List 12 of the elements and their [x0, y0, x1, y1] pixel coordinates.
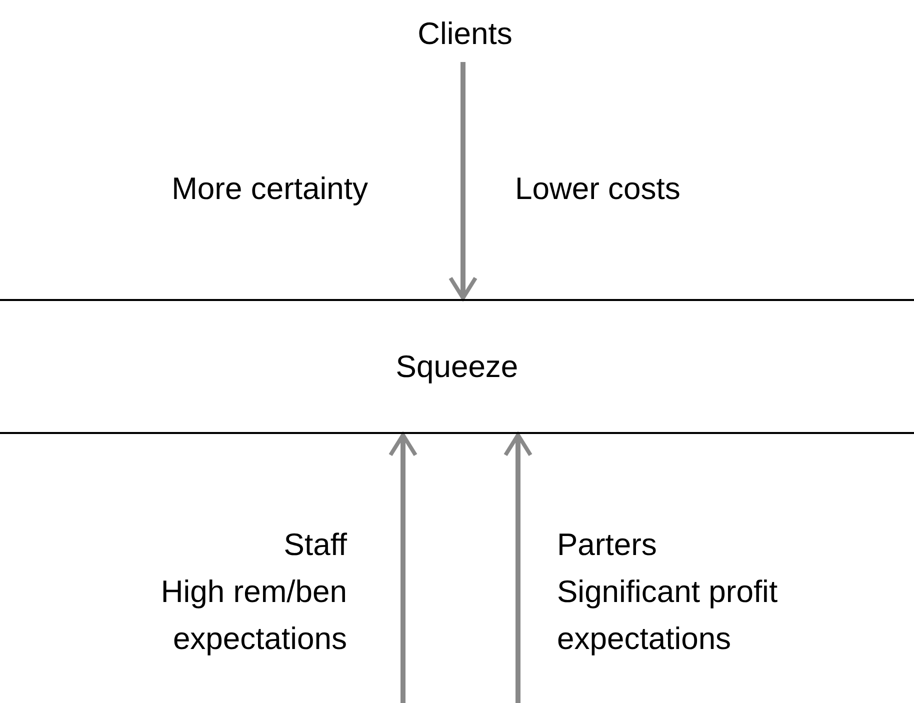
arrow [388, 433, 418, 703]
band-label: Squeeze [396, 348, 518, 384]
arrow [448, 62, 478, 300]
note-text: Significant profit expectations [557, 573, 779, 658]
note-text: Lower costs [515, 170, 680, 208]
note-text: More certainty [172, 170, 368, 208]
note-text: High rem/ben expectations [160, 573, 347, 658]
node-label: Clients [380, 10, 550, 58]
note-text: Staff [284, 526, 347, 564]
squeeze-band [0, 299, 914, 434]
arrow [504, 433, 532, 703]
note-text: Parters [557, 526, 657, 564]
